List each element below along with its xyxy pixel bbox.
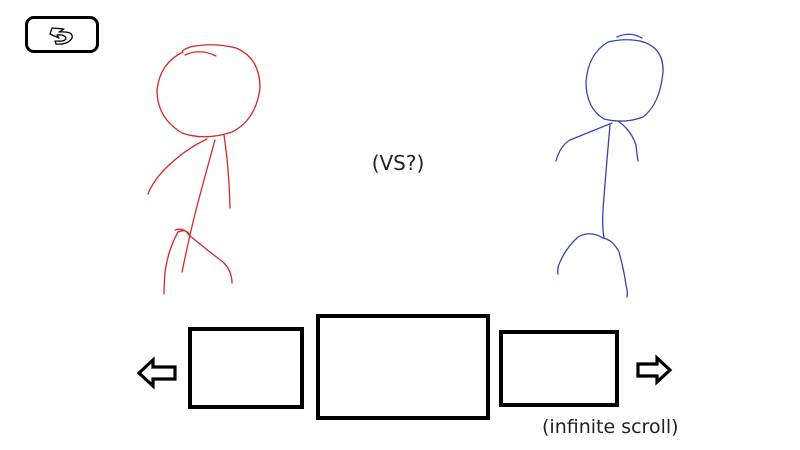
carousel-note: (infinite scroll) — [542, 416, 679, 438]
carousel-card-selected[interactable] — [316, 314, 490, 420]
versus-label: (VS?) — [371, 151, 425, 175]
arrow-left-icon — [136, 356, 177, 390]
next-button[interactable] — [634, 354, 674, 386]
red-stick-figure — [147, 44, 261, 295]
carousel-card-prev[interactable] — [188, 327, 304, 409]
carousel-card-next[interactable] — [499, 330, 619, 407]
prev-button[interactable] — [136, 356, 180, 390]
arrow-right-icon — [636, 354, 673, 386]
blue-stick-figure — [555, 33, 664, 298]
back-button[interactable] — [25, 16, 99, 53]
return-arrow-icon — [49, 27, 73, 45]
